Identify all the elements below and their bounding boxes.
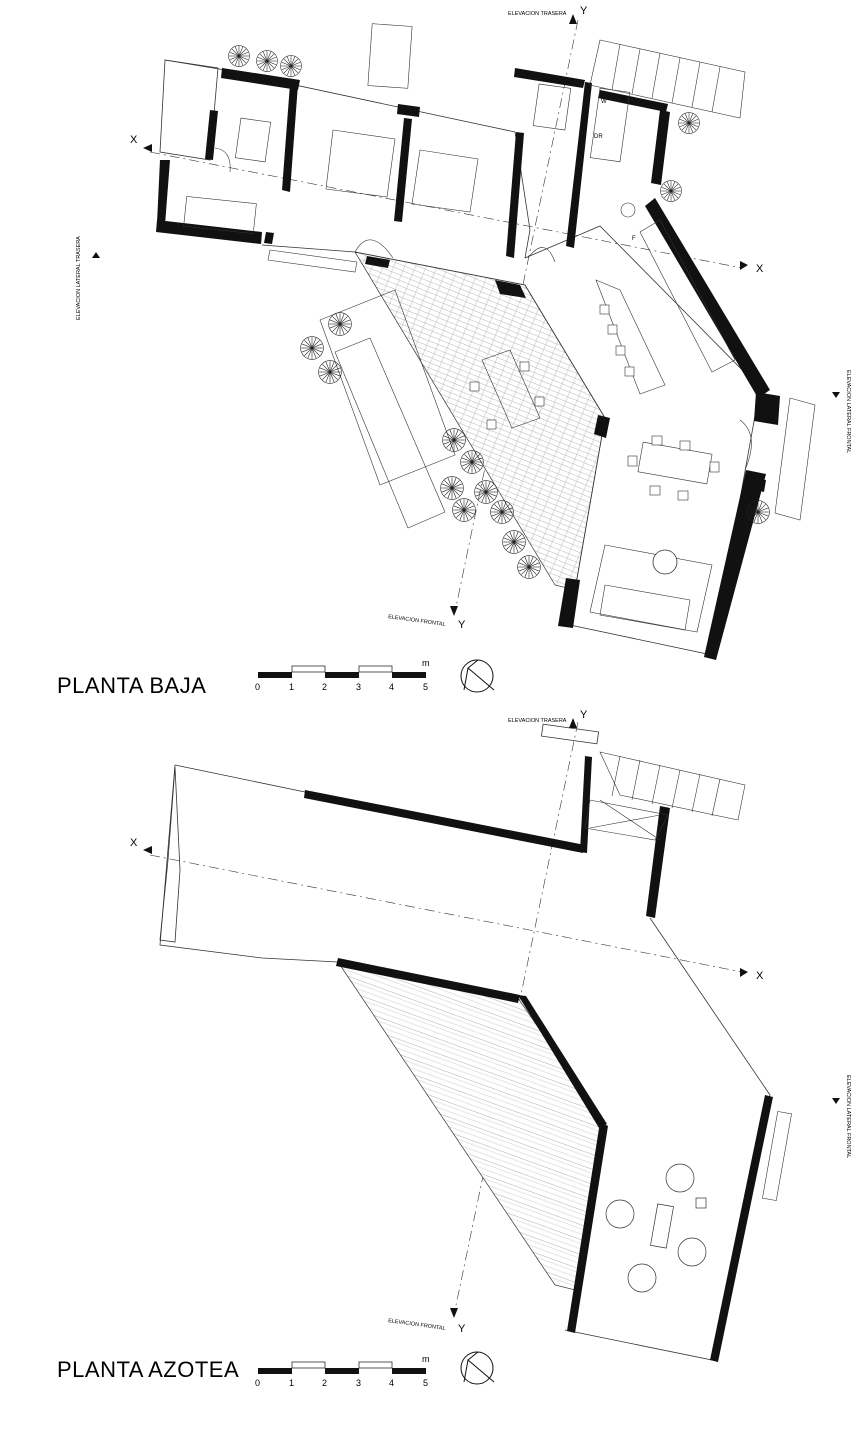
section-label-y-top-roof: Y (580, 709, 588, 721)
elevation-lateral-front-marker-roof (832, 1098, 840, 1104)
section-line-x (149, 151, 743, 269)
scale-tick-2: 2 (322, 682, 327, 692)
section-label-y-top: Y (580, 5, 588, 17)
section-line-x-roof (149, 854, 743, 973)
elevation-lateral-front-marker (832, 392, 840, 398)
stair-rear (589, 39, 746, 119)
elevation-lateral-front-label: ELEVACION LATERAL FRONTAL (845, 370, 851, 453)
scale-unit: m (422, 658, 430, 668)
north-arrow-icon-roof (460, 1351, 495, 1385)
roof-stair (584, 751, 792, 1201)
scale-tick-0: 0 (255, 682, 260, 692)
section-label-y-bottom-roof: Y (458, 1323, 466, 1335)
interior-linework (183, 23, 816, 633)
roof-pergola (337, 961, 606, 1291)
north-arrow-icon (460, 659, 495, 693)
section-label-x-left-roof: X (130, 837, 138, 849)
scale-tick-4: 4 (389, 682, 394, 692)
scale-tick-1: 1 (289, 682, 294, 692)
kitchen-island (595, 279, 666, 395)
roof-plan: X X Y Y ELEVACION TRASERA ELEVACION LATE… (57, 709, 851, 1388)
section-label-x-right-roof: X (756, 970, 764, 982)
plan-title-ground: PLANTA BAJA (57, 673, 206, 698)
section-marker-x-right-roof: X (740, 968, 764, 982)
section-marker-x-right: X (740, 261, 764, 275)
scale-tick-3: 3 (356, 682, 361, 692)
scale-tick-2-roof: 2 (322, 1378, 327, 1388)
scale-tick-4-roof: 4 (389, 1378, 394, 1388)
chairs (469, 202, 720, 575)
living-rug (589, 544, 713, 633)
scale-tick-3-roof: 3 (356, 1378, 361, 1388)
elevation-lateral-front-label-roof: ELEVACION LATERAL FRONTAL (845, 1075, 851, 1158)
ground-floor-plan: W DR W F X X Y Y ELEVACION TRASERA ELEVA… (57, 5, 851, 698)
elevation-front-label-roof: ELEVACION FRONTAL (388, 1318, 446, 1332)
scale-tick-5-roof: 5 (423, 1378, 428, 1388)
dining-table (637, 441, 713, 485)
elevation-rear-label-roof: ELEVACION TRASERA (508, 718, 567, 724)
bed-2 (411, 149, 479, 213)
roof-walls (304, 756, 773, 1362)
scale-unit-roof: m (422, 1354, 430, 1364)
section-label-x-right: X (756, 263, 764, 275)
walls (156, 68, 780, 660)
scale-bar-roof: 0 1 2 3 4 5 m (255, 1354, 430, 1388)
label-washer-2: W (620, 96, 626, 102)
elevation-front-label: ELEVACION FRONTAL (388, 614, 446, 628)
elevation-rear-label: ELEVACION TRASERA (508, 11, 567, 17)
section-marker-y-bottom: Y (450, 606, 466, 631)
label-washer: W (601, 99, 607, 105)
roof-furniture (605, 1163, 707, 1293)
section-marker-y-top-roof: Y (569, 709, 588, 728)
elevation-lateral-rear-marker (92, 252, 100, 258)
sofa (599, 584, 691, 631)
kitchen-counter (639, 219, 736, 373)
section-label-x-left: X (130, 134, 138, 146)
scale-tick-0-roof: 0 (255, 1378, 260, 1388)
bed-1 (325, 129, 396, 198)
section-marker-y-top: Y (569, 5, 588, 24)
section-marker-y-bottom-roof: Y (450, 1308, 466, 1335)
elevation-lateral-rear-label: ELEVACION LATERAL TRASERA (76, 236, 82, 320)
label-dryer: DR (594, 134, 603, 140)
outdoor-table (481, 349, 541, 429)
section-label-y-bottom: Y (458, 619, 466, 631)
scale-tick-1-roof: 1 (289, 1378, 294, 1388)
section-marker-x-left: X (130, 134, 152, 152)
section-marker-x-left-roof: X (130, 837, 152, 854)
scale-bar-ground: 0 1 2 3 4 5 m (255, 658, 430, 692)
plan-title-roof: PLANTA AZOTEA (57, 1357, 239, 1382)
deck-area (354, 251, 606, 591)
label-fridge: F (632, 236, 636, 242)
scale-tick-5: 5 (423, 682, 428, 692)
